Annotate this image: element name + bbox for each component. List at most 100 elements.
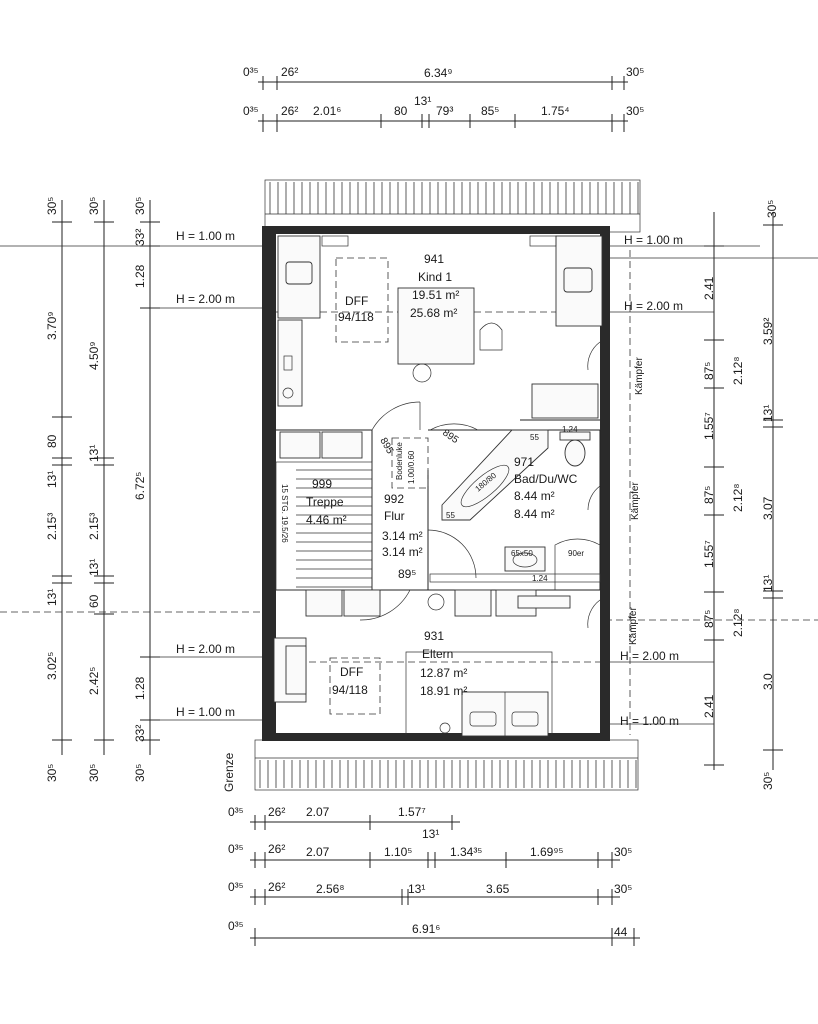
dim-left1-h: 30⁵ bbox=[45, 764, 59, 782]
height-label-left-4: H = 1.00 m bbox=[176, 705, 235, 719]
roof-eaves-top bbox=[264, 179, 641, 233]
dim-bot2-g: 30⁵ bbox=[614, 845, 632, 859]
dim-bot3-d: 13¹ bbox=[408, 882, 425, 896]
dim-left1-b: 3.70⁹ bbox=[45, 312, 59, 341]
dim-right1-d: 87⁵ bbox=[702, 486, 716, 504]
dim-left3-c: 1.28 bbox=[133, 264, 147, 288]
dim-right1-g: 2.41 bbox=[702, 694, 716, 718]
stairs: 15 STG. 19.5/26 bbox=[275, 431, 373, 591]
dim-bot3-a: 0³⁵ bbox=[228, 880, 244, 894]
dim-top2-g: 85⁵ bbox=[481, 104, 499, 118]
room-bad: 971 Bad/Du/WC 8.44 m² 8.44 m² bbox=[514, 455, 578, 521]
bodenluke-label: Bodenluke bbox=[395, 442, 404, 480]
room-kind-area2: 25.68 m² bbox=[410, 306, 457, 320]
dim-left3-f: 33² bbox=[133, 725, 147, 742]
roof-eaves-bottom bbox=[254, 739, 639, 791]
height-lines-right: H = 1.00 m H = 2.00 m H = 2.00 m H = 1.0… bbox=[605, 233, 818, 728]
dim-right3-d: 3.07 bbox=[761, 496, 775, 520]
dim-bot2-f: 1.69⁹⁵ bbox=[530, 845, 563, 859]
height-lines-left: H = 1.00 m H = 2.00 m H = 2.00 m H = 1.0… bbox=[0, 229, 265, 721]
dim-top2-d: 80 bbox=[394, 104, 408, 118]
room-kind-area1: 19.51 m² bbox=[412, 288, 459, 302]
dim-left1-d: 13¹ bbox=[45, 471, 59, 488]
dim-right3-a: 30⁵ bbox=[765, 200, 779, 218]
dim-left3-e: 1.28 bbox=[133, 676, 147, 700]
dim-bot1-a: 0³⁵ bbox=[228, 805, 244, 819]
height-label-right-4: H = 1.00 m bbox=[620, 714, 679, 728]
dim-left2-e: 13¹ bbox=[87, 559, 101, 576]
height-label-left-1: H = 1.00 m bbox=[176, 229, 235, 243]
dim-right1-c: 1.55⁷ bbox=[702, 412, 716, 440]
door-width-1: 895 bbox=[377, 436, 395, 456]
dim-bot4-c: 44 bbox=[614, 925, 628, 939]
room-eltern-area1: 12.87 m² bbox=[420, 666, 467, 680]
room-bad-number: 971 bbox=[514, 455, 534, 469]
shower-size: 90er bbox=[568, 549, 584, 558]
dim-left1-e: 2.15³ bbox=[45, 513, 59, 540]
kaempfer-2: Kämpfer bbox=[630, 482, 641, 520]
dim-left2-h: 30⁵ bbox=[87, 764, 101, 782]
dim-right1-e: 1.55⁷ bbox=[702, 540, 716, 568]
dim-right3-e: 13¹ bbox=[761, 575, 775, 592]
bath-w124: 1.24 bbox=[562, 425, 578, 434]
kaempfer-1: Kämpfer bbox=[634, 357, 645, 395]
room-flur-name: Flur bbox=[384, 509, 405, 523]
grenze-label: Grenze bbox=[222, 752, 236, 792]
shower bbox=[554, 538, 601, 590]
right-dimension-lines: 2.41 87⁵ 1.55⁷ 87⁵ 1.55⁷ 87⁵ 2.41 2.12⁸ … bbox=[702, 200, 783, 790]
dim-bot3-b: 26² bbox=[268, 880, 285, 894]
desk-center bbox=[397, 287, 475, 365]
dff-eltern-label: DFF bbox=[340, 665, 363, 679]
room-bad-area1: 8.44 m² bbox=[514, 489, 555, 503]
dff-kind-size: 94/118 bbox=[338, 310, 374, 324]
left-dimension-lines: 30⁵ 3.70⁹ 80 13¹ 2.15³ 13¹ 3.02⁵ 30⁵ 30⁵… bbox=[45, 197, 160, 782]
room-kind-number: 941 bbox=[424, 252, 444, 266]
room-eltern: 931 Eltern 12.87 m² 18.91 m² bbox=[420, 629, 467, 698]
height-label-left-3: H = 2.00 m bbox=[176, 642, 235, 656]
dim-left1-g: 3.02⁵ bbox=[45, 652, 59, 680]
room-kind-name: Kind 1 bbox=[418, 270, 452, 284]
room-bad-area2: 8.44 m² bbox=[514, 507, 555, 521]
dim-left1-a: 30⁵ bbox=[45, 197, 59, 215]
bath-w55b: 55 bbox=[446, 511, 455, 520]
room-eltern-area2: 18.91 m² bbox=[420, 684, 467, 698]
bath-w124b: 1.24 bbox=[532, 574, 548, 583]
dim-top2-h: 1.75⁴ bbox=[541, 104, 570, 118]
walls bbox=[262, 226, 610, 741]
dim-right3-g: 30⁵ bbox=[761, 772, 775, 790]
height-label-right-3: H = 2.00 m bbox=[620, 649, 679, 663]
slope-lines bbox=[276, 250, 631, 735]
dim-top2-b: 26² bbox=[281, 104, 298, 118]
dim-right2-b: 2.12⁸ bbox=[731, 484, 745, 512]
dim-left3-b: 33² bbox=[133, 229, 147, 246]
dim-top1-b: 26² bbox=[281, 65, 298, 79]
room-bad-name: Bad/Du/WC bbox=[514, 472, 578, 486]
bodenluke-size: 1.00/0.60 bbox=[407, 450, 416, 484]
dff-kind-label: DFF bbox=[345, 294, 368, 308]
door-width-3: 89⁵ bbox=[398, 567, 416, 581]
height-label-right-1: H = 1.00 m bbox=[624, 233, 683, 247]
bath-w55a: 55 bbox=[530, 433, 539, 442]
top-dimension-lines: 0³⁵ 26² 6.34⁹ 30⁵ 0³⁵ 26² 2.01⁶ 80 13¹ 7… bbox=[243, 65, 644, 132]
dim-bot2-c: 2.07 bbox=[306, 845, 330, 859]
dim-left1-c: 80 bbox=[45, 434, 59, 448]
dim-left2-a: 30⁵ bbox=[87, 197, 101, 215]
room-flur-number: 992 bbox=[384, 492, 404, 506]
dff-window-eltern bbox=[329, 657, 381, 715]
room-flur-area1: 3.14 m² bbox=[382, 529, 423, 543]
dim-bot1-e: 13¹ bbox=[422, 827, 439, 841]
dim-bot2-a: 0³⁵ bbox=[228, 842, 244, 856]
cabinet bbox=[531, 383, 599, 419]
room-kind: 941 Kind 1 19.51 m² 25.68 m² bbox=[410, 252, 459, 320]
dim-right2-c: 2.12⁸ bbox=[731, 609, 745, 637]
dim-right2-a: 2.12⁸ bbox=[731, 357, 745, 385]
dim-right1-b: 87⁵ bbox=[702, 362, 716, 380]
kind-furniture: DFF 94/118 bbox=[277, 235, 603, 419]
dim-right1-a: 2.41 bbox=[702, 276, 716, 300]
dim-left3-g: 30⁵ bbox=[133, 764, 147, 782]
room-treppe: 999 Treppe 4.46 m² bbox=[306, 477, 347, 527]
room-treppe-name: Treppe bbox=[306, 495, 344, 509]
dim-left3-d: 6.72⁵ bbox=[133, 472, 147, 500]
dim-top2-a: 0³⁵ bbox=[243, 104, 259, 118]
dim-top2-e: 13¹ bbox=[414, 94, 431, 108]
